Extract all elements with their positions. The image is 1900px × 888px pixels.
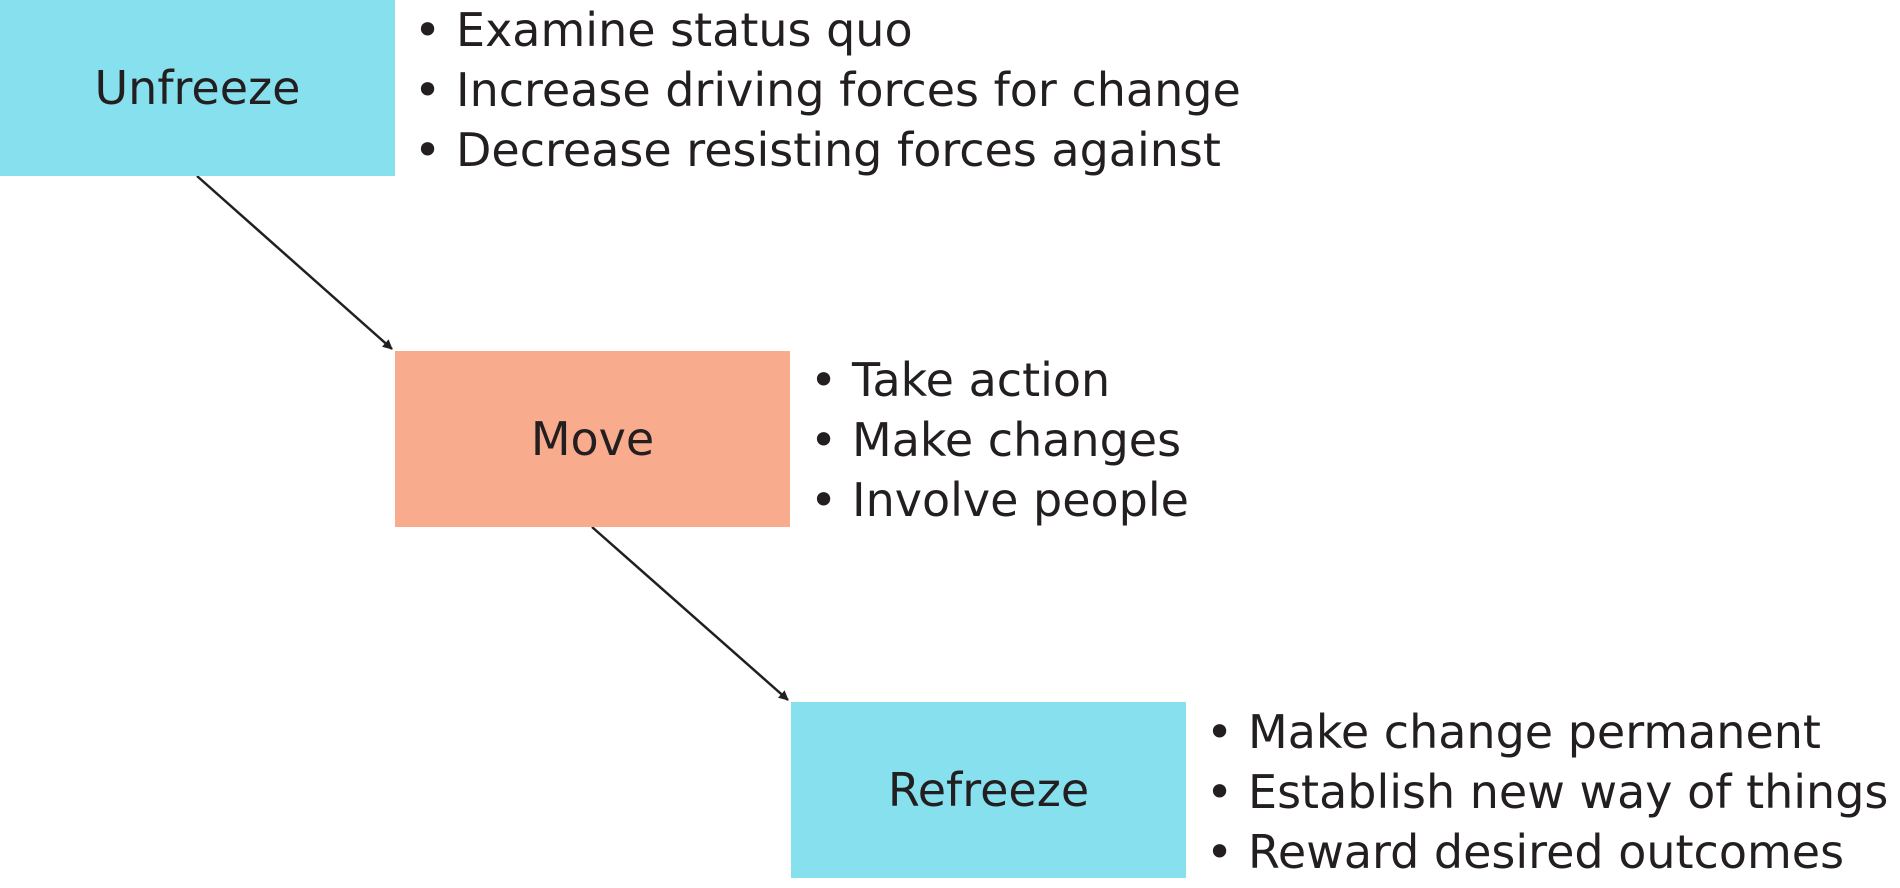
arrow-unfreeze-to-move: [196, 175, 393, 350]
list-item: •Take action: [810, 350, 1189, 410]
unfreeze-label: Unfreeze: [94, 61, 301, 115]
refreeze-box: Refreeze: [791, 702, 1186, 878]
list-item: •Make change permanent: [1206, 702, 1888, 762]
refreeze-bullet-list: •Make change permanent •Establish new wa…: [1206, 702, 1888, 882]
list-item: •Decrease resisting forces against: [414, 120, 1241, 180]
list-item: •Reward desired outcomes: [1206, 822, 1888, 882]
refreeze-label: Refreeze: [887, 763, 1090, 817]
list-item: •Make changes: [810, 410, 1189, 470]
bullet-icon: •: [1206, 765, 1234, 819]
bullet-icon: •: [414, 63, 442, 117]
list-item: •Establish new way of things: [1206, 762, 1888, 822]
list-item: •Involve people: [810, 470, 1189, 530]
move-label: Move: [530, 412, 655, 466]
list-item: •Examine status quo: [414, 0, 1241, 60]
unfreeze-bullet-list: •Examine status quo •Increase driving fo…: [414, 0, 1241, 180]
bullet-icon: •: [414, 123, 442, 177]
list-item: •Increase driving forces for change: [414, 60, 1241, 120]
bullet-icon: •: [810, 413, 838, 467]
move-box: Move: [395, 351, 790, 527]
unfreeze-box: Unfreeze: [0, 0, 395, 176]
arrow-move-to-refreeze: [591, 526, 789, 701]
move-bullet-list: •Take action •Make changes •Involve peop…: [810, 350, 1189, 530]
bullet-icon: •: [414, 3, 442, 57]
bullet-icon: •: [810, 473, 838, 527]
bullet-icon: •: [1206, 705, 1234, 759]
bullet-icon: •: [1206, 825, 1234, 879]
bullet-icon: •: [810, 353, 838, 407]
